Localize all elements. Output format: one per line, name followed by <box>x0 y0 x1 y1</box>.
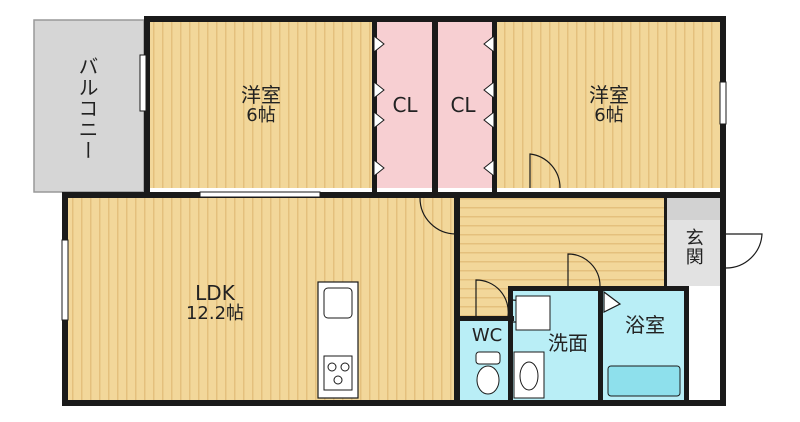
closet-left-label: CL <box>392 93 418 117</box>
western-room-right-label: 洋室 6帖 <box>574 84 644 126</box>
western-room-left-size: 6帖 <box>246 105 276 126</box>
ldk-name: LDK <box>195 281 235 305</box>
sink-icon <box>323 287 353 319</box>
balcony-label: バルコニー <box>75 56 99 161</box>
hall-floor-lower <box>458 288 512 320</box>
western-room-right-floor <box>496 20 722 188</box>
balcony-area <box>33 19 145 193</box>
hall-floor <box>458 196 666 288</box>
wc-label: WC <box>471 325 503 346</box>
entrance-label: 玄関 <box>682 228 704 266</box>
bathroom-label: 浴室 <box>625 313 665 337</box>
closet-right-area <box>436 20 494 188</box>
western-room-left-name: 洋室 <box>241 83 281 107</box>
stove-icon <box>323 355 353 391</box>
storage-area <box>686 288 722 402</box>
washing-machine-space <box>515 295 551 331</box>
window-markers <box>61 54 727 321</box>
western-room-right-size: 6帖 <box>594 105 624 126</box>
ldk-size: 12.2帖 <box>185 303 245 324</box>
washbasin-icon <box>513 351 545 399</box>
ldk-label: LDK 12.2帖 <box>170 282 260 324</box>
washroom-label: 洗面 <box>548 331 588 355</box>
western-room-left-floor <box>148 20 374 188</box>
entrance-step <box>666 196 722 220</box>
ldk-floor <box>66 196 454 402</box>
western-room-right-name: 洋室 <box>589 83 629 107</box>
closet-left-area <box>374 20 432 188</box>
kitchen-counter <box>317 281 359 399</box>
toilet-icon <box>475 351 501 395</box>
closet-right-label: CL <box>450 93 476 117</box>
western-room-left-label: 洋室 6帖 <box>226 84 296 126</box>
closet-folding-door-marks <box>373 34 495 178</box>
bathtub-icon <box>607 365 681 397</box>
